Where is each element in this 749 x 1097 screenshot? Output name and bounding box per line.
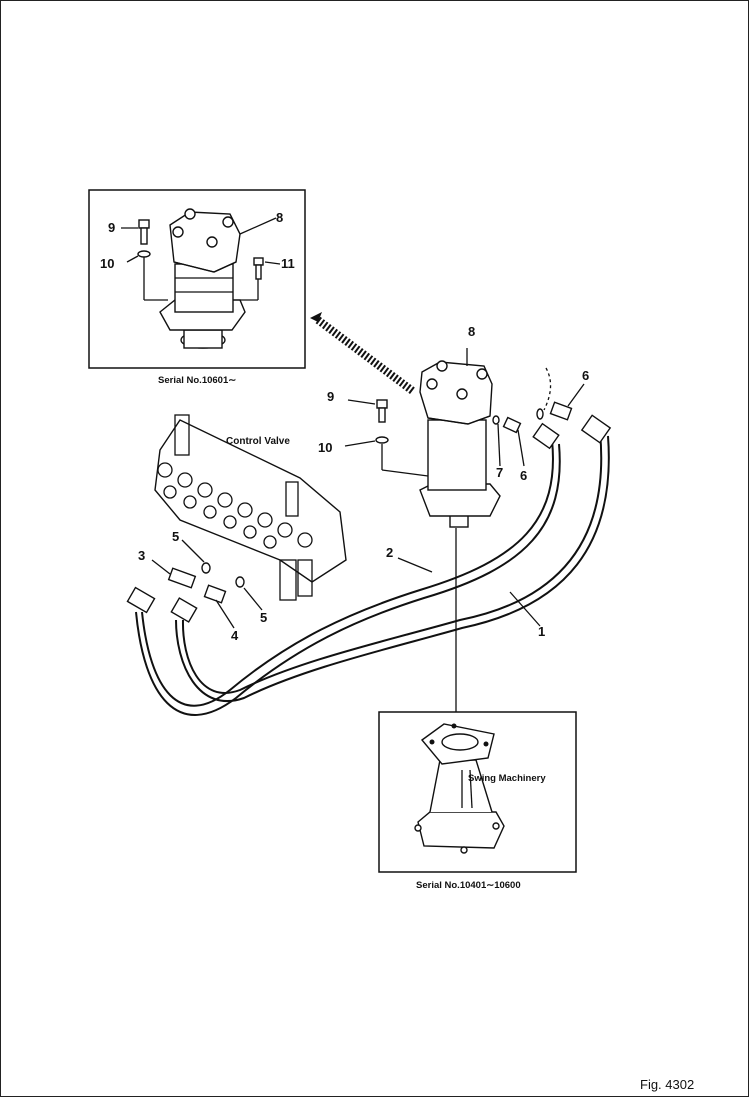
swing-machinery-label: Swing Machinery: [468, 773, 546, 784]
control-valve-label: Control Valve: [226, 436, 290, 447]
inset-callout-11: 11: [281, 256, 295, 271]
bolt: [375, 399, 429, 477]
hose-1: [175, 414, 612, 702]
callout-9: 9: [327, 389, 334, 404]
callout-2: 2: [386, 545, 393, 560]
bottom-inset: Swing Machinery Serial No.10401∼10600: [378, 711, 577, 891]
callout-1: 1: [538, 624, 545, 639]
top-inset-caption: Serial No.10601∼: [158, 375, 236, 386]
hose-2: [135, 422, 561, 716]
callout-5-upper: 5: [172, 529, 179, 544]
callout-3: 3: [138, 548, 145, 563]
inset-swivel-joint: [159, 208, 246, 349]
control-valve: [154, 414, 347, 601]
swing-machinery: [414, 723, 505, 854]
bottom-inset-caption: Serial No.10401∼10600: [416, 880, 521, 891]
top-inset: 9 10 8 11 Serial No.10601∼: [88, 189, 306, 386]
callout-6-lower: 6: [520, 468, 527, 483]
transition-arrow: [310, 312, 417, 396]
callout-10: 10: [318, 440, 332, 455]
swivel-joint: [419, 348, 501, 528]
inset-callout-10: 10: [100, 256, 114, 271]
fittings-left: [126, 562, 245, 623]
fittings-right: [492, 367, 573, 434]
inset-callout-9: 9: [108, 220, 115, 235]
inset-callout-8: 8: [276, 210, 283, 225]
inset-bolt: [137, 219, 168, 301]
callout-6-upper: 6: [582, 368, 589, 383]
figure-number: Fig. 4302: [640, 1077, 694, 1092]
callout-8: 8: [468, 324, 475, 339]
callout-4: 4: [231, 628, 239, 643]
callout-7: 7: [496, 465, 503, 480]
callout-5-lower: 5: [260, 610, 267, 625]
inset-bolt-11: [240, 257, 264, 301]
